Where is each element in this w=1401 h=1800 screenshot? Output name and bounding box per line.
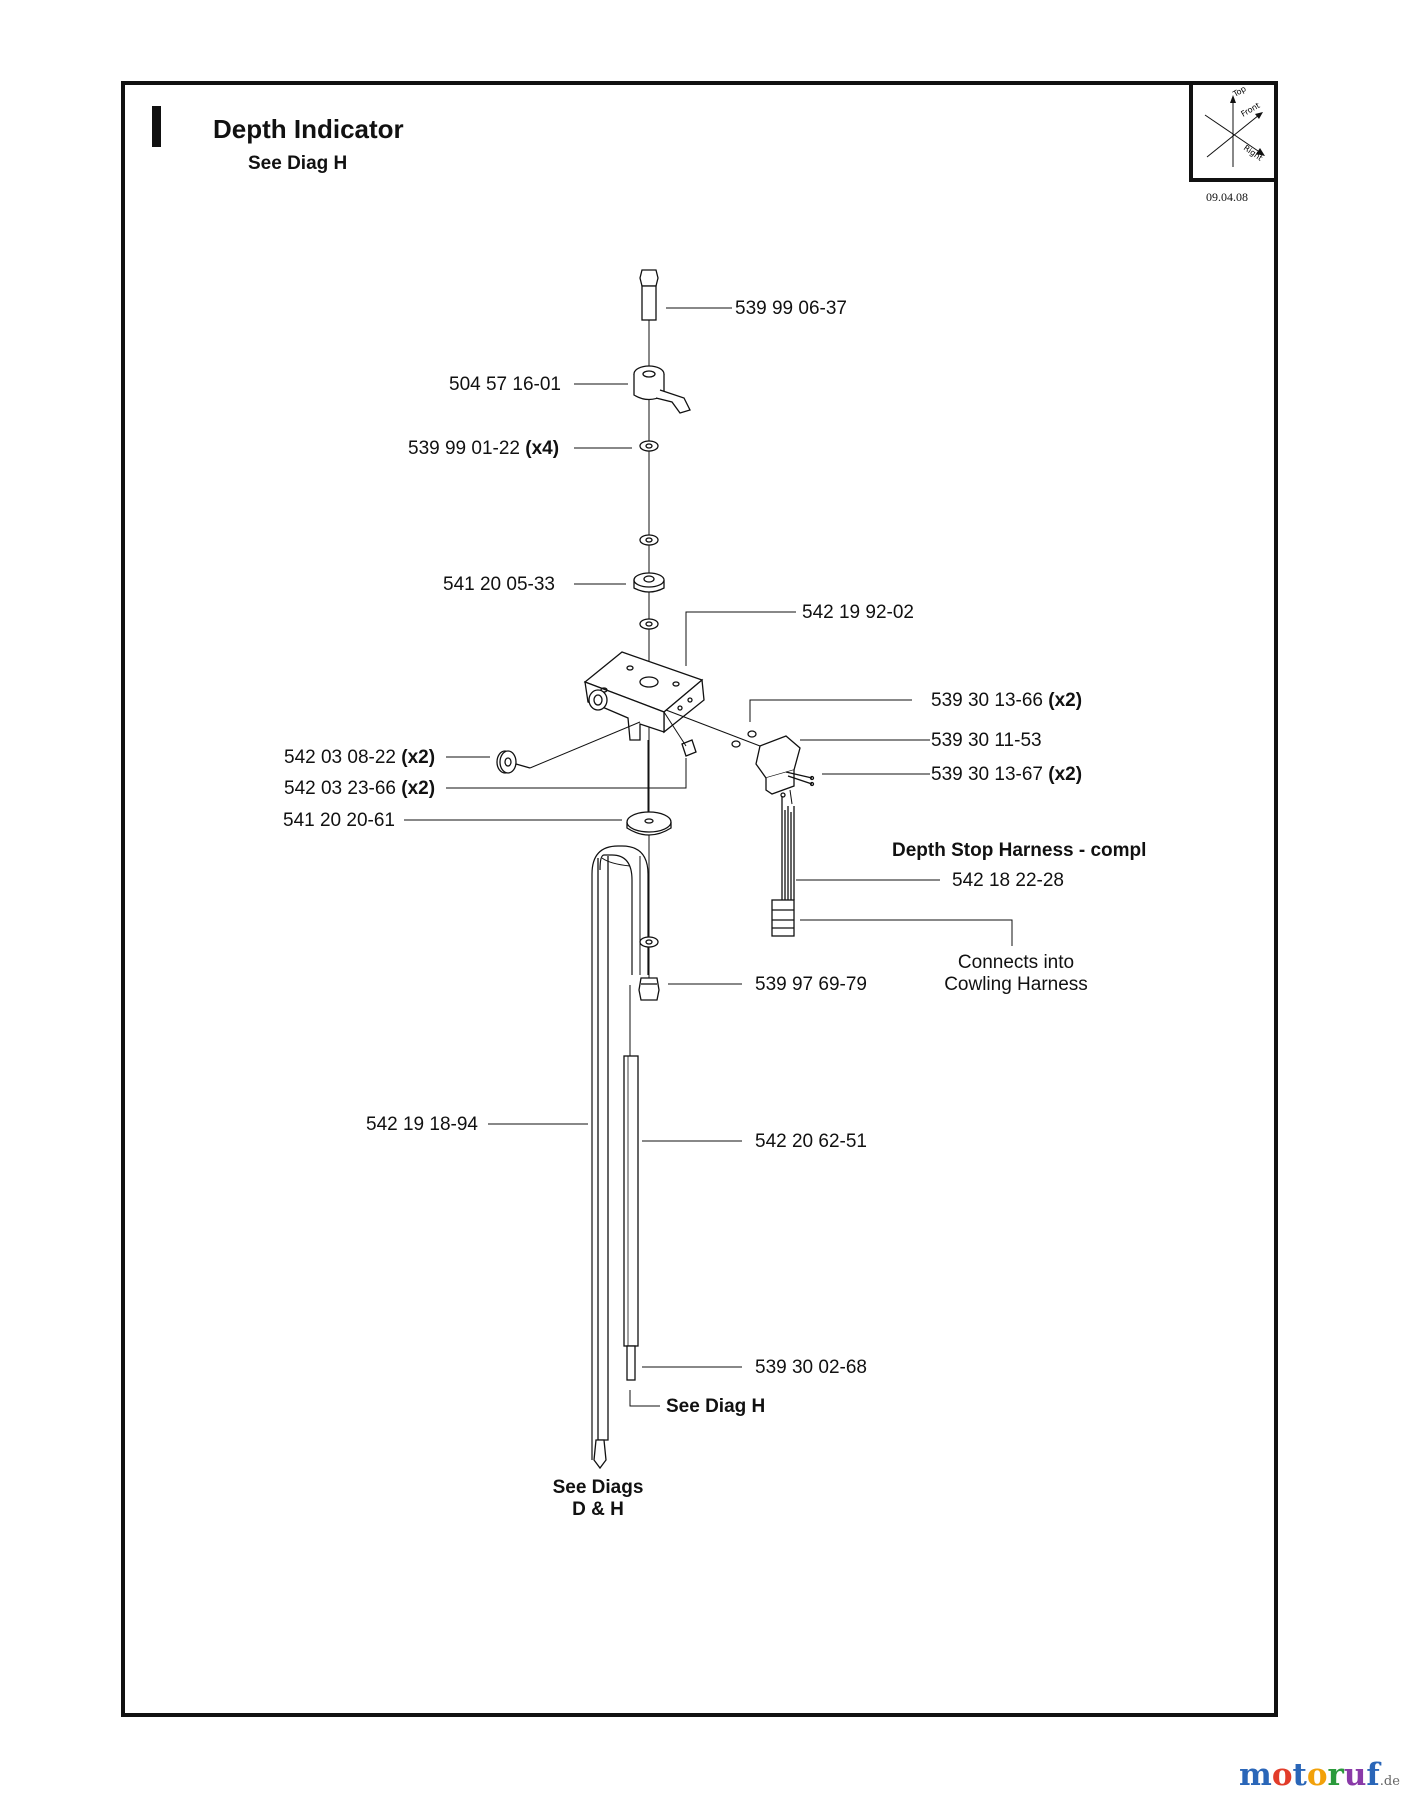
washer-3: [639, 618, 659, 630]
washer-1: [639, 440, 659, 452]
bent-rod-part: [591, 845, 649, 1470]
part-label-539-30-13-67: 539 30 13-67 (x2): [931, 764, 1083, 785]
bolt-part: [639, 269, 659, 321]
part-label-539-30-13-66: 539 30 13-66 (x2): [931, 690, 1083, 711]
part-label-542-03-23-66: 542 03 23-66 (x2): [284, 778, 436, 799]
part-label-541-20-20-61: 541 20 20-61: [283, 810, 395, 831]
page-border: [121, 81, 1278, 1717]
part-label-542-19-92-02: 542 19 92-02: [802, 602, 914, 623]
part-label-504-57-16-01: 504 57 16-01: [449, 374, 561, 395]
knob-part: [496, 721, 641, 774]
nut-part: [638, 977, 660, 1001]
harness-title: Depth Stop Harness - compl: [892, 840, 1147, 861]
large-washer-part: [626, 811, 672, 836]
see-diags-line1: See Diags: [552, 1477, 644, 1498]
harness-part: [771, 792, 795, 937]
orientation-axes-icon: Top Front Right: [1204, 84, 1265, 167]
page-subtitle: See Diag H: [248, 153, 348, 174]
part-label-539-30-11-53: 539 30 11-53: [931, 730, 1042, 751]
part-label-542-18-22-28: 542 18 22-28: [952, 870, 1064, 891]
section-marker: [152, 106, 161, 147]
part-label-542-03-08-22: 542 03 08-22 (x2): [284, 747, 436, 768]
insert-part: [663, 711, 697, 757]
switch-assembly: [665, 709, 815, 805]
bushing-part: [633, 572, 665, 593]
lower-washer: [639, 936, 659, 948]
page-title: Depth Indicator: [213, 114, 404, 144]
connects-note-line2: Cowling Harness: [944, 974, 1088, 995]
motoruf-watermark-logo: motoruf.de: [1239, 1757, 1400, 1793]
washer-2: [639, 534, 659, 546]
see-diag-h-note: See Diag H: [666, 1396, 766, 1417]
part-label-542-19-18-94: 542 19 18-94: [366, 1114, 478, 1135]
part-label-541-20-05-33: 541 20 05-33: [443, 574, 555, 595]
part-label-539-99-01-22: 539 99 01-22 (x4): [408, 438, 560, 459]
part-label-539-99-06-37: 539 99 06-37: [735, 298, 847, 319]
sensor-tube-part: [623, 985, 639, 1381]
connects-note: Connects into Cowling Harness: [932, 952, 1100, 996]
see-diags-note: See Diags D & H: [530, 1477, 666, 1521]
revision-date: 09.04.08: [1206, 190, 1248, 204]
part-label-542-20-62-51: 542 20 62-51: [755, 1131, 867, 1152]
part-label-539-97-69-79: 539 97 69-79: [755, 974, 867, 995]
part-label-539-30-02-68: 539 30 02-68: [755, 1357, 867, 1378]
bracket-part: [583, 651, 705, 741]
indicator-pointer-part: [633, 365, 691, 414]
connects-note-line1: Connects into: [957, 952, 1075, 973]
orientation-box: Top Front Right: [1189, 81, 1278, 182]
see-diags-line2: D & H: [572, 1499, 624, 1520]
